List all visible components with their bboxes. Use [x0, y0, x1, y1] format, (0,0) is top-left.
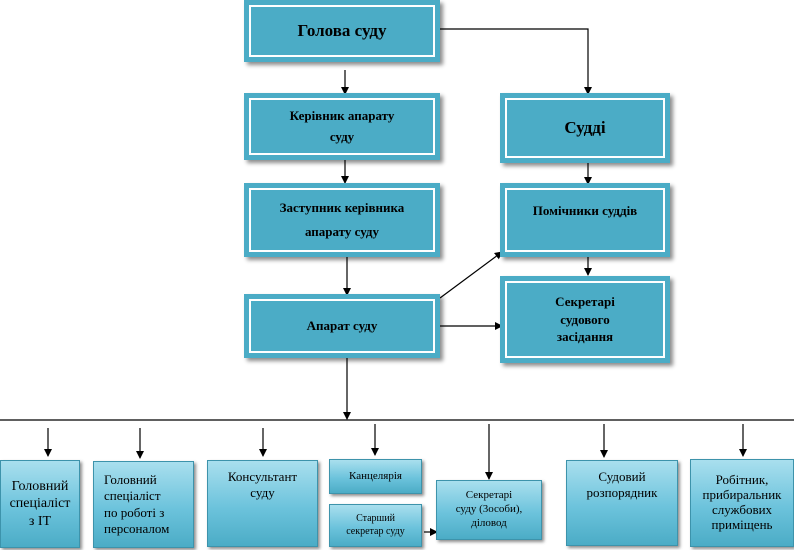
- box-bailiff: Судовий розпорядник: [566, 460, 678, 546]
- box-head: Голова суду: [244, 0, 440, 62]
- bailiff-label: Судовий розпорядник: [586, 469, 658, 501]
- box-chancellery: Канцелярія: [329, 459, 422, 494]
- head-label: Голова суду: [297, 21, 387, 40]
- box-chief-of-staff: Керівник апарату суду: [244, 93, 440, 160]
- staff-label: Апарат суду: [306, 318, 378, 333]
- box-judges-assistants: Помічники суддів: [500, 183, 670, 257]
- secretaries-office-label: Секретарі суду (3особи), діловод: [455, 489, 523, 529]
- box-hr-specialist: Головний спеціаліст по роботі з персонал…: [93, 461, 194, 548]
- judges-label: Судді: [564, 118, 606, 137]
- box-consultant: Консультант суду: [207, 460, 318, 547]
- box-cleaner: Робітник, прибиральник службових приміще…: [690, 459, 794, 547]
- arrow-staff-to-assistants: [439, 251, 503, 299]
- court-secretaries-label: Секретарі судового засідання: [555, 294, 615, 345]
- box-judges: Судді: [500, 93, 670, 163]
- deputy-chief-label: Заступник керівника апарату суду: [279, 199, 405, 239]
- arrow-head-to-judges: [440, 28, 592, 95]
- cleaner-label: Робітник, прибиральник службових приміще…: [702, 472, 782, 532]
- box-senior-secretary: Старший секретар суду: [329, 504, 422, 547]
- box-secretaries-office: Секретарі суду (3особи), діловод: [436, 480, 542, 540]
- senior-secretary-label: Старший секретар суду: [346, 513, 405, 537]
- consultant-label: Консультант суду: [227, 469, 298, 501]
- it-specialist-label: Головний спеціаліст з ІТ: [9, 478, 71, 529]
- box-court-secretaries: Секретарі судового засідання: [500, 276, 670, 363]
- chief-of-staff-label: Керівник апарату суду: [289, 108, 395, 144]
- box-deputy-chief: Заступник керівника апарату суду: [244, 183, 440, 257]
- box-staff: Апарат суду: [244, 294, 440, 358]
- chancellery-label: Канцелярія: [349, 469, 402, 482]
- box-it-specialist: Головний спеціаліст з ІТ: [0, 460, 80, 548]
- hr-specialist-label: Головний спеціаліст по роботі з персонал…: [104, 472, 170, 536]
- judges-assistants-label: Помічники суддів: [532, 203, 638, 218]
